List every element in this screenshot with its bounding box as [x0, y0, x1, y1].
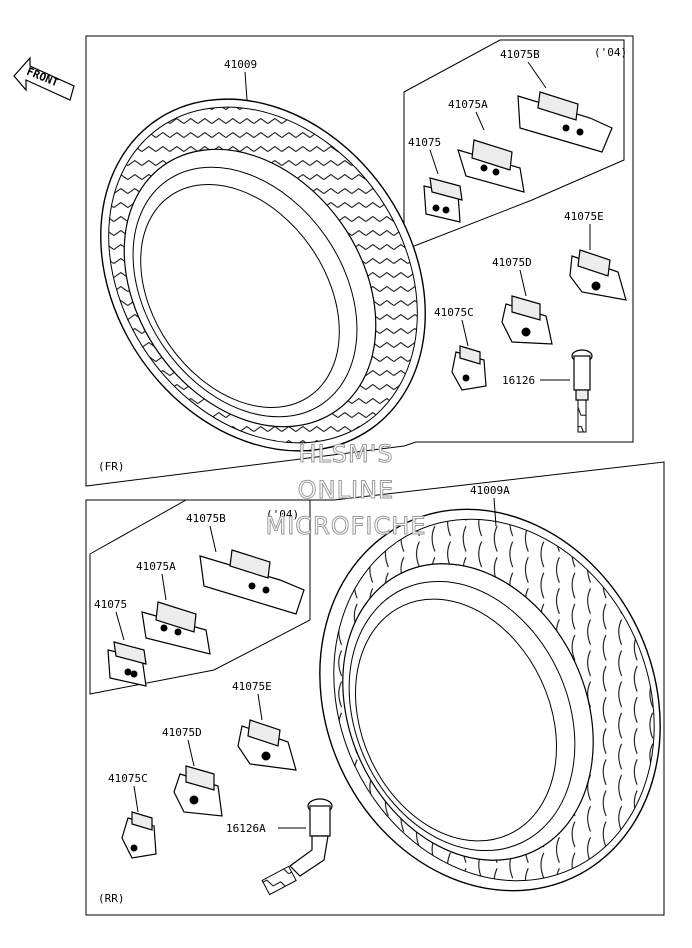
rear-clip-weight-e	[237, 719, 297, 771]
rear-tire	[319, 508, 661, 892]
front-clip-label-e: 41075E	[564, 210, 604, 223]
front-year-note: ('04)	[594, 46, 627, 59]
rear-angled-air-valve	[261, 798, 333, 896]
rear-clip-weight-c	[121, 811, 157, 859]
rear-weights-box	[89, 499, 311, 695]
front-air-valve	[571, 349, 593, 433]
front-clip-label-d: 41075D	[492, 256, 532, 269]
front-balance-weight-a	[457, 139, 525, 193]
front-weight-label: 41075	[408, 136, 441, 149]
rear-balance-weight	[107, 641, 147, 687]
rear-clip-label-d: 41075D	[162, 726, 202, 739]
front-balance-weight	[423, 177, 463, 223]
front-clip-label-c: 41075C	[434, 306, 474, 319]
front-section-tag: (FR)	[98, 460, 125, 473]
rear-year-note: ('04)	[266, 508, 299, 521]
front-direction-badge: FRONT	[13, 56, 75, 101]
rear-weight-label-b: 41075B	[186, 512, 226, 525]
watermark-line-1: HLSM'S	[298, 440, 393, 468]
front-valve-label: 16126	[502, 374, 535, 387]
front-weight-label-a: 41075A	[448, 98, 488, 111]
front-weight-label-b: 41075B	[500, 48, 540, 61]
rear-tire-label: 41009A	[470, 484, 510, 497]
front-panel: 41009 ('04) 41075B 41075A 41075 41075E	[85, 35, 634, 487]
watermark-line-3: MICROFICHE	[266, 512, 427, 540]
front-clip-weight-d	[501, 295, 553, 345]
rear-clip-weight-d	[173, 765, 223, 817]
rear-clip-label-e: 41075E	[232, 680, 272, 693]
rear-clip-label-c: 41075C	[108, 772, 148, 785]
watermark-line-2: ONLINE	[298, 476, 394, 504]
rear-weight-label-a: 41075A	[136, 560, 176, 573]
rear-section-tag: (RR)	[98, 892, 125, 905]
rear-balance-weight-a	[141, 601, 211, 655]
rear-panel: 41009A ('04) 41075B 41075A 41075 41075E	[85, 461, 665, 916]
front-tire-label: 41009	[224, 58, 257, 71]
rear-valve-label: 16126A	[226, 822, 266, 835]
front-clip-weight-e	[569, 249, 627, 301]
front-tire	[100, 98, 426, 452]
front-clip-weight-c	[451, 345, 487, 391]
watermark: HLSM'S ONLINE MICROFICHE	[265, 440, 427, 541]
front-balance-weight-b	[517, 91, 613, 153]
rear-weight-label: 41075	[94, 598, 127, 611]
rear-balance-weight-b	[199, 549, 305, 615]
